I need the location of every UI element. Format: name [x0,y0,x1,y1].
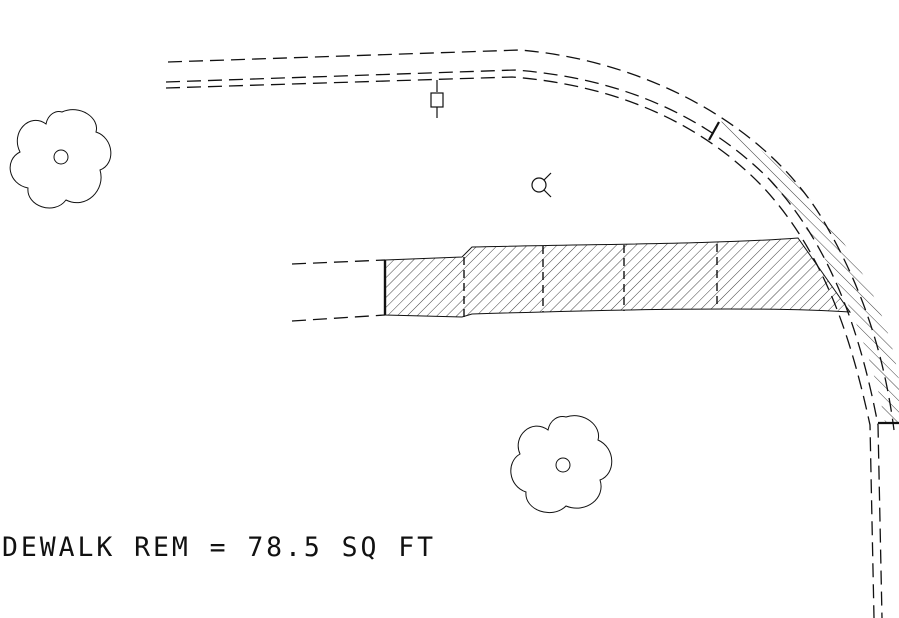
curb-inner-line-2 [165,76,875,618]
utility-pole-icon [430,80,444,118]
shrub-icon [9,109,112,209]
driveway-joints [463,244,718,318]
curved-sidewalk-removal [708,120,899,425]
driveway-sidewalk-removal [383,237,852,318]
removal-area-annotation: DEWALK REM = 78.5 SQ FT [2,532,437,563]
driveway-extension-lines [291,259,386,322]
sidewalk-joint [708,121,720,141]
shrub-icon [510,415,613,514]
fire-hydrant-icon [531,172,552,198]
